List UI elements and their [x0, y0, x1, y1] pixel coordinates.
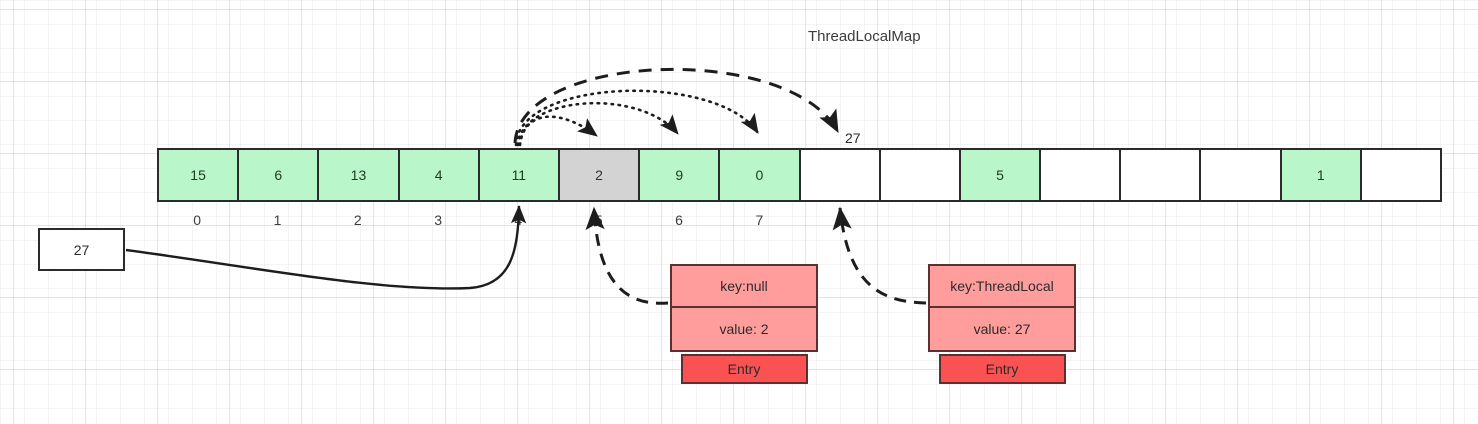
array-cell-5: 2 [559, 150, 641, 200]
probe-arc-6 [516, 101, 680, 147]
entry-key-value-box: key:null value: 2 [670, 264, 818, 352]
entry-type-label: Entry [680, 354, 808, 384]
array-index-label-5: 5 [594, 212, 603, 228]
array-cell-6: 9 [640, 150, 721, 200]
array-cell-1: 6 [239, 150, 320, 200]
array-cell-12 [1121, 150, 1202, 200]
entry-node-new: key:ThreadLocal value: 27 Entry [928, 264, 1076, 384]
slot-label-27: 27 [845, 130, 861, 146]
probe-arc-5 [518, 115, 599, 147]
placement-arc-8 [513, 67, 840, 144]
array-cell-2: 13 [319, 150, 400, 200]
array-cell-10: 5 [960, 150, 1042, 200]
array-cell-4: 11 [479, 150, 560, 200]
array-index-label-2: 2 [353, 212, 362, 228]
entry-key: key:null [672, 266, 816, 308]
array-cell-14: 1 [1281, 150, 1362, 200]
array-index-label-3: 3 [434, 212, 442, 228]
entry-value: value: 2 [719, 321, 769, 337]
probe-arc-7 [514, 89, 760, 147]
new-entry-to-slot8-link [832, 206, 927, 305]
array-cell-0: 15 [159, 150, 240, 200]
array-index-label-7: 7 [755, 212, 764, 228]
array-cell-15 [1361, 150, 1440, 200]
entry-value: value: 27 [973, 321, 1031, 337]
entry-node-stale: key:null value: 2 Entry [670, 264, 818, 384]
entry-key-value-box: key:ThreadLocal value: 27 [928, 264, 1076, 352]
array-cell-11 [1041, 150, 1122, 200]
entry-key: key:ThreadLocal [930, 266, 1074, 308]
page-title: ThreadLocalMap [808, 28, 921, 45]
array-cell-9 [880, 150, 961, 200]
array-index-label-6: 6 [675, 212, 683, 228]
array-cell-7: 0 [720, 150, 801, 200]
array-cell-3: 4 [399, 150, 480, 200]
array-index-label-1: 1 [273, 212, 282, 228]
array-cell-13 [1201, 150, 1282, 200]
array-index-label-0: 0 [193, 212, 202, 228]
array-cell-8 [800, 150, 881, 200]
array-index-label-4: 4 [514, 212, 523, 228]
source-value-box: 27 [38, 228, 125, 271]
entry-type-label: Entry [938, 354, 1066, 384]
